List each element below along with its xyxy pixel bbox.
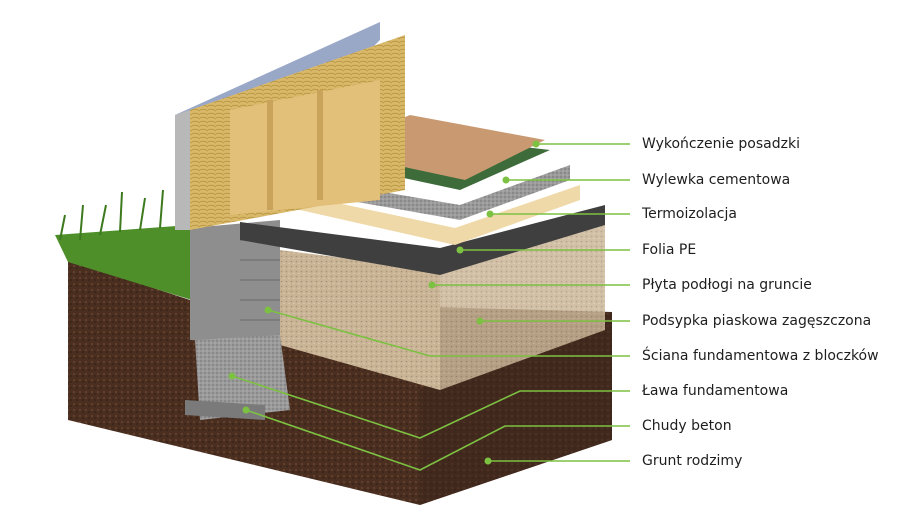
leader-dot (428, 281, 436, 289)
layer-label: Ława fundamentowa (642, 383, 789, 399)
leader-dot (532, 140, 540, 148)
layer-label: Folia PE (642, 242, 697, 258)
layer-label: Wylewka cementowa (642, 172, 791, 188)
leader-dot (486, 210, 494, 218)
leader-line (231, 375, 630, 439)
leader-dot (476, 317, 484, 325)
layer-label: Termoizolacja (642, 206, 737, 222)
leader-dot (228, 372, 236, 380)
external-wall (175, 22, 405, 230)
leader-dot (502, 176, 510, 184)
leader-line (245, 409, 630, 471)
layer-label: Ściana fundamentowa z bloczków (642, 348, 879, 364)
leader-dot (456, 246, 464, 254)
foundation-wall (185, 220, 290, 420)
layer-label: Chudy beton (642, 418, 732, 434)
layer-label: Wykończenie posadzki (642, 136, 800, 152)
layer-label: Płyta podłogi na gruncie (642, 277, 812, 293)
layer-label: Grunt rodzimy (642, 453, 743, 469)
layer-label: Podsypka piaskowa zagęszczona (642, 313, 872, 329)
leader-dot (484, 457, 492, 465)
grass (55, 189, 192, 300)
leader-line (267, 309, 630, 357)
leader-dot (264, 306, 272, 314)
leader-dot (242, 406, 250, 414)
leader-lines (228, 140, 630, 471)
